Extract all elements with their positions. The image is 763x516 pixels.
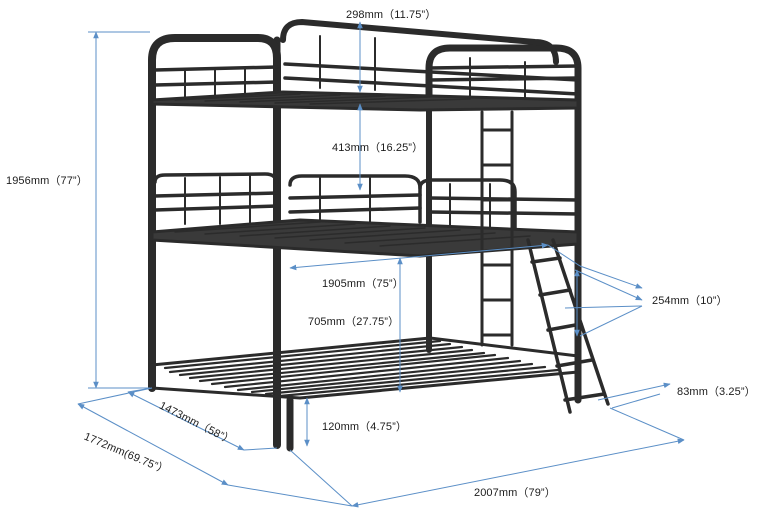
top-deck-slats bbox=[174, 93, 471, 105]
front-left-post bbox=[148, 34, 281, 449]
total-length-dimension-line bbox=[351, 438, 685, 508]
middle-deck-slats bbox=[174, 221, 531, 247]
bottom-deck-slats bbox=[163, 339, 560, 398]
inner-length-dimension-line bbox=[289, 242, 549, 271]
front-right-post bbox=[425, 44, 582, 404]
total-height-label: 1956mm（77”） bbox=[6, 175, 88, 187]
bottom-deck-frame bbox=[150, 336, 580, 400]
back-ladder bbox=[480, 110, 514, 347]
ladder-step-label: 254mm（10”） bbox=[652, 295, 728, 307]
top-guard-rail bbox=[153, 62, 580, 96]
bottom-clearance-label: 120mm（4.75”） bbox=[322, 421, 407, 433]
bed-frame bbox=[148, 19, 610, 452]
inner-width-dimension-line bbox=[127, 391, 245, 451]
top-rail-height-label: 298mm（11.75”） bbox=[346, 9, 437, 21]
tier-spacing-label: 413mm（16.25”） bbox=[332, 142, 424, 154]
middle-guard-rail bbox=[153, 172, 580, 234]
middle-clearance-label: 705mm（27.75”） bbox=[308, 316, 400, 328]
dimension-lines bbox=[77, 21, 685, 508]
front-ladder bbox=[526, 238, 610, 414]
ladder-rung-label: 83mm（3.25”） bbox=[677, 386, 756, 398]
back-top-rail bbox=[280, 19, 559, 65]
total-length-label: 2007mm（79”） bbox=[474, 487, 556, 499]
middle-rail-bars bbox=[184, 175, 491, 233]
inner-length-label: 1905mm（75”） bbox=[322, 278, 404, 290]
